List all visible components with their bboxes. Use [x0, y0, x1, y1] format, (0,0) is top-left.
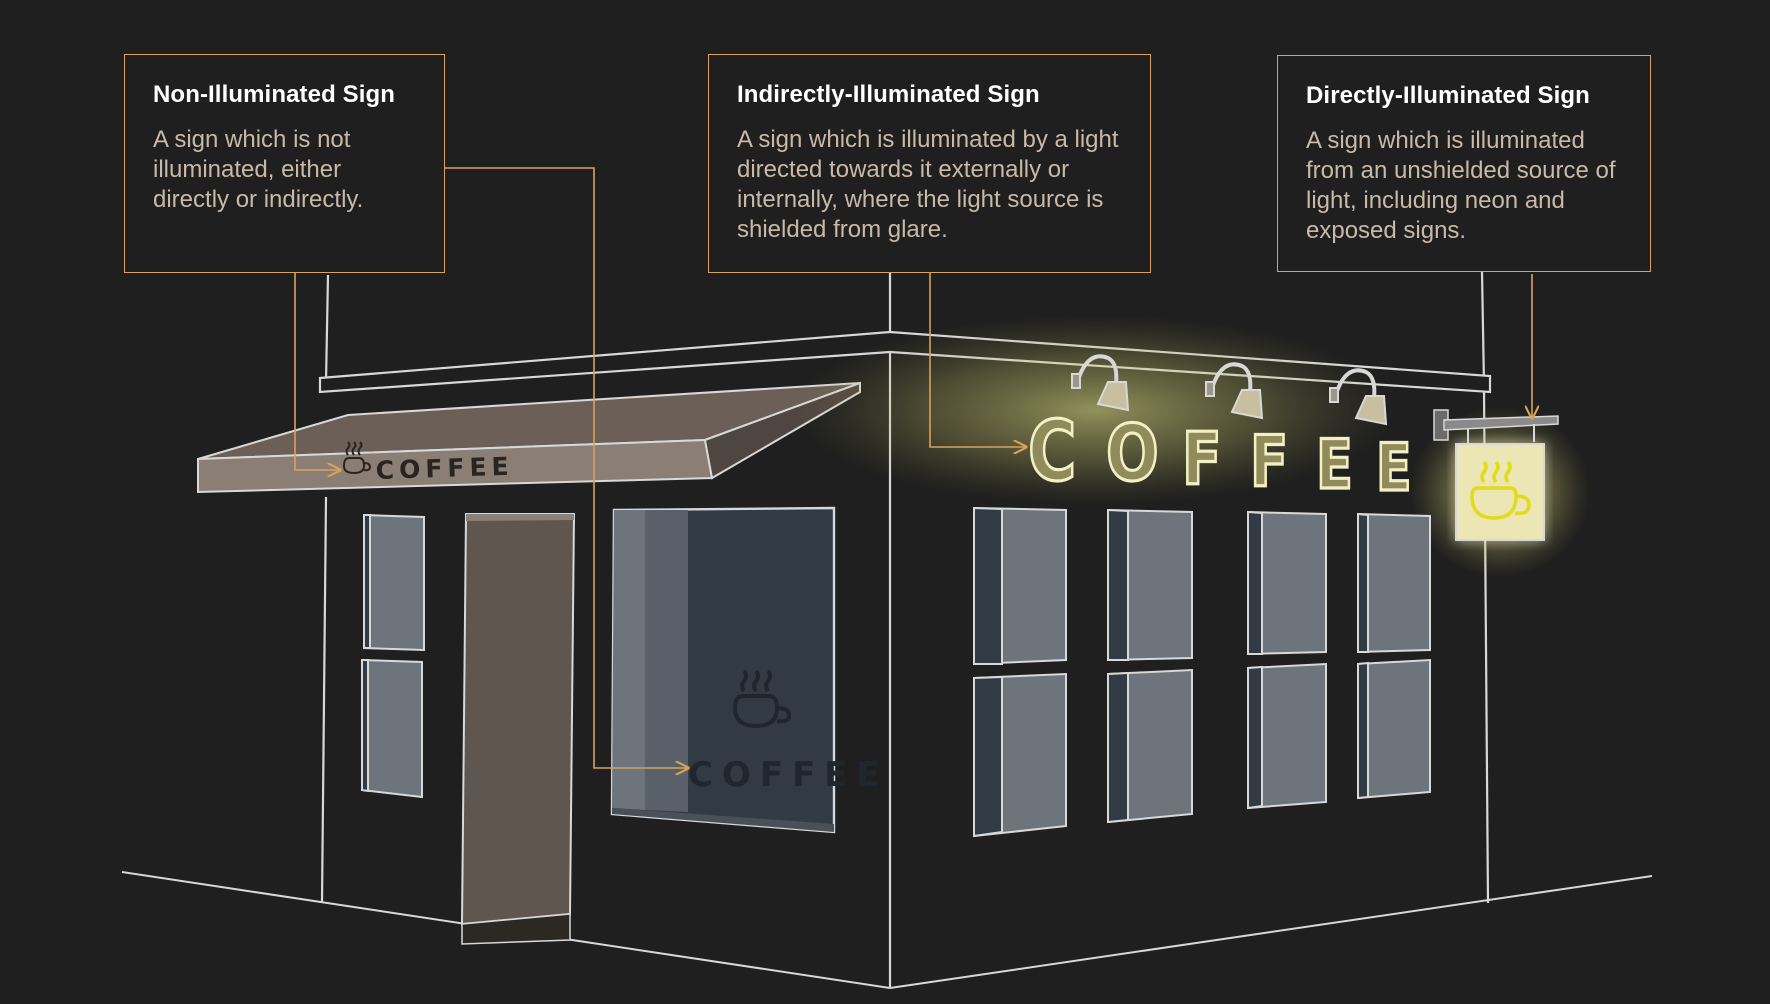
wall-sign-letter: C	[1028, 404, 1076, 500]
right-windows	[973, 506, 1431, 838]
steaming-cup-icon	[1470, 460, 1531, 520]
ground-lines	[121, 871, 1653, 989]
callout-description: A sign which is illuminated by a light d…	[737, 126, 1119, 243]
awning-sign-text: COFFEE	[375, 452, 514, 485]
gooseneck-lamp-icon	[1205, 362, 1264, 420]
callout-title: Directly-Illuminated Sign	[1306, 82, 1590, 109]
wall-sign-letter: F	[1250, 421, 1288, 503]
callout-title: Non-Illuminated Sign	[153, 81, 395, 108]
wall-sign-letter: E	[1316, 426, 1353, 504]
leader-awning	[294, 272, 340, 470]
window-sign-text: COFFEE	[688, 755, 889, 795]
left-small-windows	[361, 513, 425, 799]
door	[460, 513, 576, 945]
leader-window	[444, 167, 688, 768]
callout-non-illuminated: Non-Illuminated Sign A sign which is not…	[124, 54, 445, 273]
leader-wall-sign	[929, 272, 1026, 447]
awning: COFFEE	[197, 381, 861, 494]
callout-title: Indirectly-Illuminated Sign	[737, 81, 1040, 108]
callout-description: A sign which is not illuminated, either …	[153, 126, 364, 213]
callout-description: A sign which is illuminated from an unsh…	[1306, 127, 1616, 244]
leader-lines	[294, 167, 1532, 768]
callout-directly-illuminated: Directly-Illuminated Sign A sign which i…	[1277, 55, 1651, 272]
gooseneck-lamp-icon	[1329, 368, 1388, 426]
callout-indirectly-illuminated: Indirectly-Illuminated Sign A sign which…	[708, 54, 1151, 273]
wall-sign-letter: E	[1376, 429, 1412, 505]
gooseneck-lamps	[1071, 354, 1388, 426]
projecting-sign	[1433, 409, 1559, 541]
gooseneck-lamp-icon	[1071, 354, 1130, 412]
window-cup-icon	[732, 669, 792, 729]
wall-sign-letter: O	[1106, 408, 1159, 499]
wall-sign-letter: F	[1182, 418, 1222, 502]
awning-cup-icon	[342, 441, 372, 475]
storefront-window: COFFEE	[610, 506, 889, 834]
